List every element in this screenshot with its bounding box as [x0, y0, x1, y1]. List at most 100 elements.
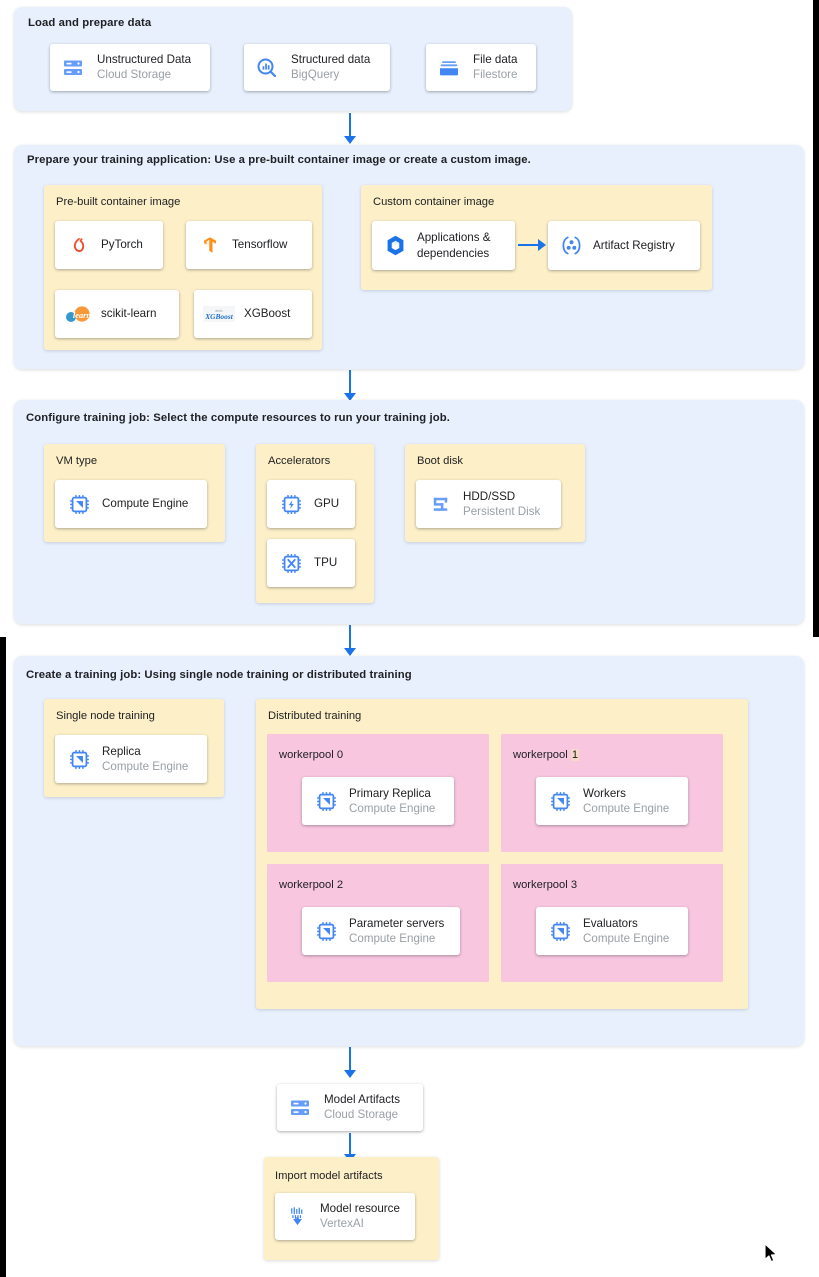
card-subtitle: Compute Engine: [583, 801, 670, 815]
cloud-storage-icon: [60, 55, 86, 81]
cpu-chip-icon: [67, 747, 91, 771]
card-xgboost[interactable]: dmlc XGBoost XGBoost: [194, 290, 312, 338]
card-title: scikit-learn: [101, 307, 157, 320]
gpu-chip-icon: [279, 492, 303, 516]
card-workers[interactable]: Workers Compute Engine: [536, 777, 697, 834]
svg-text:dmlc: dmlc: [215, 309, 223, 313]
svg-text:learn: learn: [73, 311, 91, 320]
tensorflow-icon: [198, 233, 222, 257]
card-scikit-learn[interactable]: learn scikit-learn: [55, 290, 179, 338]
card-title: Primary Replica: [349, 786, 431, 800]
card-subtitle: Cloud Storage: [324, 1108, 399, 1121]
filestore-icon: [436, 55, 462, 81]
pool-label-text: workerpool: [513, 749, 568, 761]
xgboost-icon: dmlc XGBoost: [202, 303, 236, 325]
card-gpu[interactable]: GPU: [267, 480, 355, 528]
card-applications-dependencies[interactable]: Applications & dependencies: [372, 221, 515, 270]
card-pytorch[interactable]: PyTorch: [55, 221, 163, 269]
cpu-chip-icon: [548, 789, 572, 813]
card-title: Artifact Registry: [593, 238, 675, 252]
card-subtitle: Compute Engine: [102, 759, 189, 773]
card-artifact-registry[interactable]: Artifact Registry: [548, 221, 700, 270]
card-subtitle: VertexAI: [320, 1217, 364, 1230]
card-title: Workers: [583, 786, 626, 800]
card-title: HDD/SSD: [463, 489, 516, 503]
tpu-chip-icon: [279, 551, 303, 575]
pool-workerpool-1-label: workerpool 1: [513, 749, 580, 761]
card-hdd-ssd[interactable]: HDD/SSD Persistent Disk: [416, 480, 561, 528]
panel-create-title: Create a training job: Using single node…: [26, 669, 412, 681]
card-title: Model Artifacts: [324, 1093, 401, 1106]
card-unstructured-data[interactable]: Unstructured Data Cloud Storage: [50, 44, 210, 91]
card-title: GPU: [314, 497, 340, 510]
card-evaluators[interactable]: Evaluators Compute Engine: [536, 907, 697, 964]
group-accelerators-title: Accelerators: [268, 455, 331, 467]
screen-edge-right: [813, 0, 819, 637]
panel-load-title: Load and prepare data: [28, 17, 152, 29]
card-title: Evaluators: [583, 916, 638, 930]
panel-configure-title: Configure training job: Select the compu…: [26, 412, 450, 424]
card-model-resource[interactable]: Model resource VertexAI: [275, 1193, 415, 1240]
cpu-chip-icon: [67, 492, 91, 516]
card-subtitle: Cloud Storage: [97, 68, 172, 81]
card-title: TPU: [314, 556, 338, 569]
card-title: File data: [473, 53, 518, 66]
card-title: XGBoost: [244, 307, 291, 320]
cloud-storage-icon: [287, 1095, 313, 1121]
card-title: Parameter servers: [349, 916, 445, 930]
app-dependencies-icon: [382, 233, 408, 259]
card-subtitle: Compute Engine: [349, 801, 436, 815]
pool-label-text: workerpool 0: [279, 749, 344, 761]
group-prebuilt-title: Pre-built container image: [56, 196, 181, 208]
card-parameter-servers[interactable]: Parameter servers Compute Engine: [302, 907, 469, 964]
group-distributed-title: Distributed training: [268, 710, 362, 722]
card-title: Tensorflow: [232, 238, 288, 251]
pool-workerpool-0-label: workerpool 0: [279, 749, 343, 761]
group-boot-disk-title: Boot disk: [417, 455, 464, 467]
card-subtitle: Filestore: [473, 68, 518, 81]
card-tpu[interactable]: TPU: [267, 539, 355, 587]
card-subtitle: Compute Engine: [583, 931, 670, 945]
card-title: Structured data: [291, 53, 371, 66]
card-title: PyTorch: [101, 238, 143, 251]
bigquery-icon: [254, 55, 280, 81]
pool-label-text: workerpool 2: [279, 879, 344, 891]
scikit-learn-icon: learn: [65, 303, 93, 325]
arrow-prepare-to-configure: [343, 370, 357, 401]
panel-prepare-title: Prepare your training application: Use a…: [27, 154, 531, 166]
cpu-chip-icon: [314, 789, 338, 813]
card-title: Model resource: [320, 1202, 400, 1215]
pool-label-selected-index: 1: [570, 749, 580, 761]
pool-workerpool-3-label: workerpool 3: [513, 879, 577, 891]
arrow-configure-to-create: [343, 625, 357, 656]
card-replica[interactable]: Replica Compute Engine: [55, 735, 207, 783]
card-file-data[interactable]: File data Filestore: [426, 44, 536, 91]
arrow-load-to-prepare: [343, 113, 357, 144]
group-import-title: Import model artifacts: [275, 1170, 383, 1182]
mouse-cursor: [764, 1243, 780, 1265]
screen-edge-left: [0, 637, 6, 1277]
card-tensorflow[interactable]: Tensorflow: [186, 221, 312, 269]
persistent-disk-icon: [428, 492, 452, 516]
pytorch-icon: [67, 233, 91, 257]
pool-workerpool-2-label: workerpool 2: [279, 879, 343, 891]
arrow-apps-to-registry: [518, 239, 546, 251]
vertex-ai-icon: [285, 1205, 309, 1229]
card-title: Compute Engine: [102, 497, 189, 510]
card-title: Unstructured Data: [97, 53, 192, 66]
card-title: Replica: [102, 744, 141, 758]
group-vm-type-title: VM type: [56, 455, 98, 467]
cpu-chip-icon: [548, 919, 572, 943]
cpu-chip-icon: [314, 919, 338, 943]
artifact-registry-icon: [558, 233, 584, 259]
svg-text:XGBoost: XGBoost: [204, 312, 233, 321]
card-subtitle: Compute Engine: [349, 931, 436, 945]
card-subtitle: BigQuery: [291, 68, 340, 81]
card-primary-replica[interactable]: Primary Replica Compute Engine: [302, 777, 463, 834]
card-model-artifacts[interactable]: Model Artifacts Cloud Storage: [277, 1084, 423, 1131]
card-vm-compute-engine[interactable]: Compute Engine: [55, 480, 207, 528]
card-structured-data[interactable]: Structured data BigQuery: [244, 44, 390, 91]
group-custom-title: Custom container image: [373, 196, 495, 208]
arrow-create-to-artifacts: [343, 1047, 357, 1078]
